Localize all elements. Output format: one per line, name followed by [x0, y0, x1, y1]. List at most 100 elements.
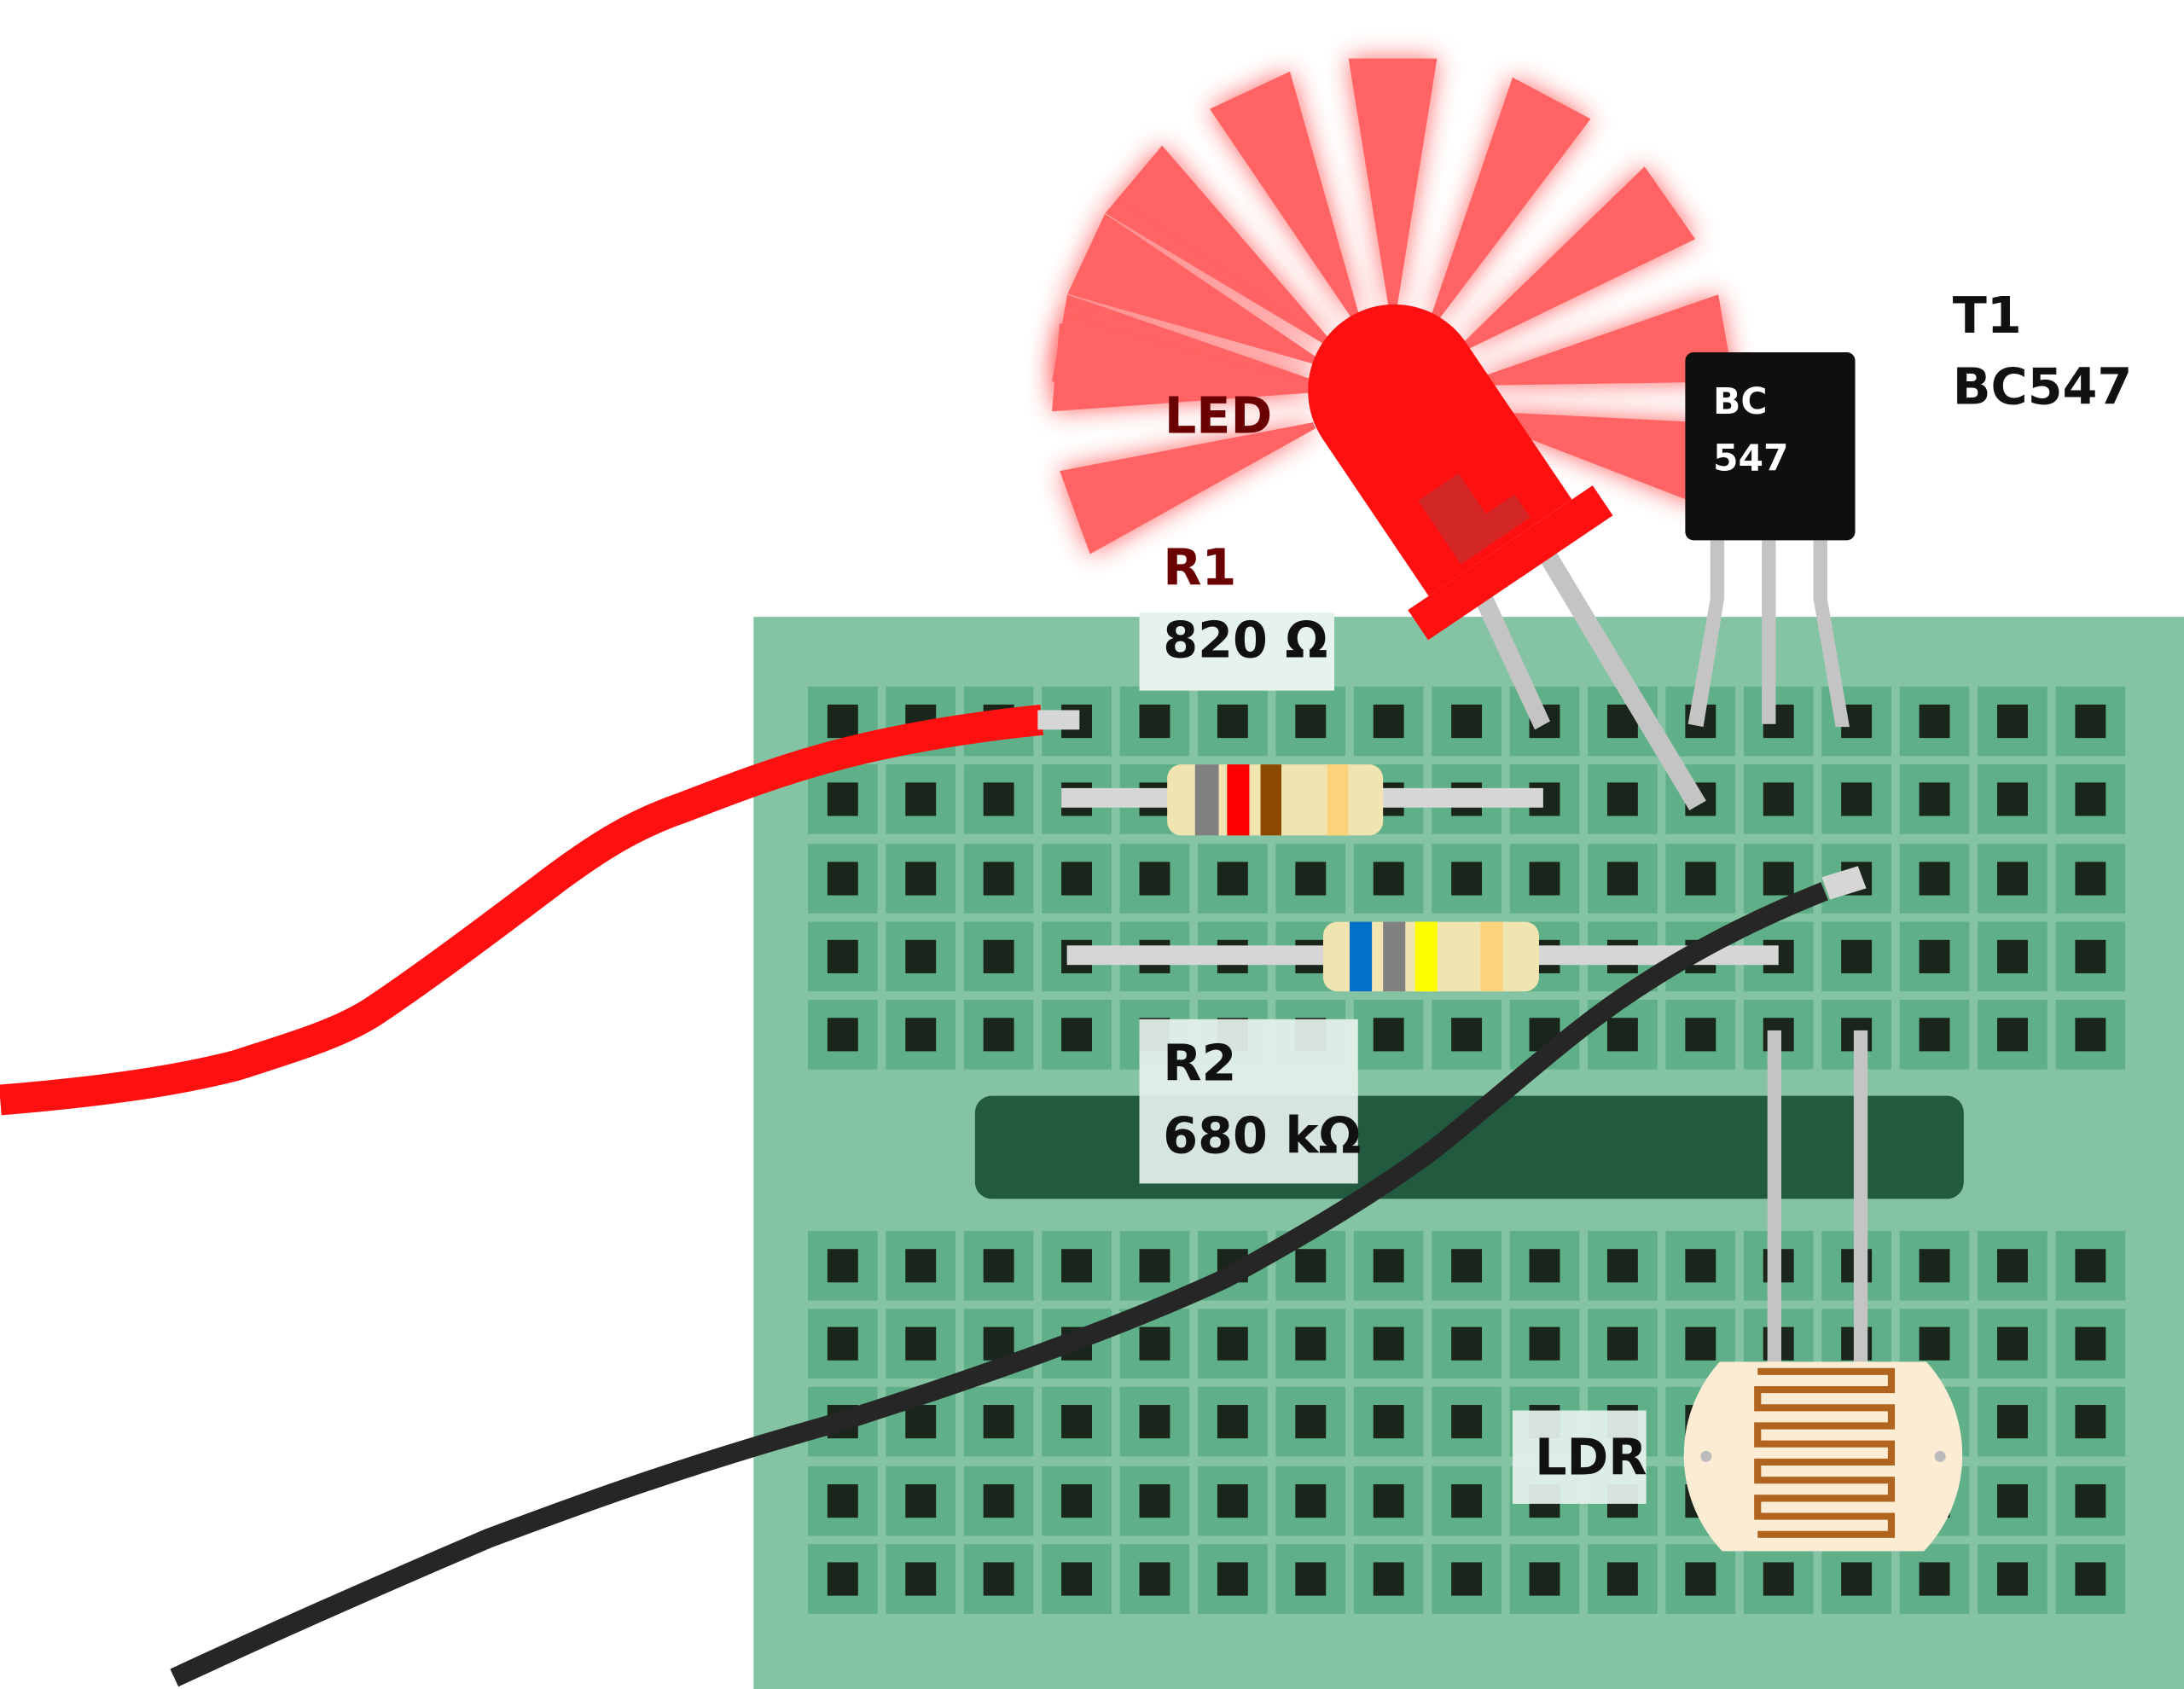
breadboard-hole[interactable] — [1061, 1018, 1092, 1052]
breadboard-hole[interactable] — [2075, 782, 2106, 816]
breadboard-hole[interactable] — [905, 939, 937, 973]
breadboard-hole[interactable] — [1997, 1484, 2028, 1518]
breadboard-hole[interactable] — [1217, 1405, 1248, 1439]
breadboard-hole[interactable] — [1997, 939, 2028, 973]
breadboard-hole[interactable] — [905, 862, 937, 896]
breadboard-hole[interactable] — [1919, 939, 1950, 973]
breadboard-hole[interactable] — [905, 1249, 937, 1283]
breadboard-hole[interactable] — [827, 1484, 858, 1518]
breadboard-hole[interactable] — [1373, 704, 1404, 739]
breadboard-hole[interactable] — [1295, 1405, 1327, 1439]
breadboard-hole[interactable] — [1451, 862, 1483, 896]
breadboard-hole[interactable] — [1529, 862, 1560, 896]
black-wire[interactable] — [170, 866, 1867, 1687]
breadboard-hole[interactable] — [1451, 1018, 1483, 1052]
breadboard-hole[interactable] — [983, 939, 1014, 973]
breadboard-hole[interactable] — [827, 1562, 858, 1596]
breadboard-hole[interactable] — [1919, 704, 1950, 739]
breadboard-hole[interactable] — [1685, 1326, 1716, 1361]
breadboard-hole[interactable] — [1451, 1562, 1483, 1596]
breadboard-hole[interactable] — [1997, 782, 2028, 816]
breadboard-hole[interactable] — [2075, 1018, 2106, 1052]
breadboard-hole[interactable] — [1841, 782, 1873, 816]
breadboard-hole[interactable] — [1295, 1484, 1327, 1518]
breadboard-hole[interactable] — [1685, 862, 1716, 896]
breadboard-hole[interactable] — [1295, 1249, 1327, 1283]
breadboard-hole[interactable] — [1451, 1405, 1483, 1439]
breadboard-hole[interactable] — [1061, 1249, 1092, 1283]
breadboard-hole[interactable] — [1841, 939, 1873, 973]
breadboard-hole[interactable] — [1763, 1562, 1794, 1596]
breadboard-hole[interactable] — [905, 1326, 937, 1361]
breadboard-hole[interactable] — [1529, 1562, 1560, 1596]
breadboard-hole[interactable] — [1139, 704, 1170, 739]
breadboard-hole[interactable] — [1529, 1249, 1560, 1283]
breadboard-hole[interactable] — [2075, 704, 2106, 739]
breadboard-hole[interactable] — [1997, 1018, 2028, 1052]
breadboard-hole[interactable] — [1685, 1018, 1716, 1052]
breadboard-hole[interactable] — [1685, 1249, 1716, 1283]
breadboard-hole[interactable] — [983, 1484, 1014, 1518]
breadboard-hole[interactable] — [1295, 1562, 1327, 1596]
ldr[interactable] — [1671, 1030, 1978, 1552]
breadboard-hole[interactable] — [1139, 1249, 1170, 1283]
breadboard-hole[interactable] — [905, 1405, 937, 1439]
breadboard-hole[interactable] — [1451, 704, 1483, 739]
breadboard-hole[interactable] — [2075, 1249, 2106, 1283]
breadboard-hole[interactable] — [1919, 1562, 1950, 1596]
breadboard-hole[interactable] — [1919, 782, 1950, 816]
breadboard-hole[interactable] — [1997, 704, 2028, 739]
breadboard-hole[interactable] — [1373, 1018, 1404, 1052]
red-wire[interactable] — [0, 705, 1080, 1116]
breadboard-hole[interactable] — [1919, 1326, 1950, 1361]
breadboard-hole[interactable] — [1606, 1249, 1638, 1283]
breadboard-hole[interactable] — [1295, 1326, 1327, 1361]
breadboard-hole[interactable] — [1139, 1405, 1170, 1439]
breadboard-hole[interactable] — [1919, 1018, 1950, 1052]
breadboard-hole[interactable] — [2075, 1562, 2106, 1596]
transistor-t1[interactable]: BC 547 — [1685, 351, 1856, 728]
breadboard-hole[interactable] — [827, 704, 858, 739]
breadboard-hole[interactable] — [1997, 862, 2028, 896]
breadboard-hole[interactable] — [1139, 1562, 1170, 1596]
breadboard-hole[interactable] — [905, 1562, 937, 1596]
breadboard-hole[interactable] — [1606, 782, 1638, 816]
breadboard-hole[interactable] — [1061, 1484, 1092, 1518]
breadboard-hole[interactable] — [983, 782, 1014, 816]
breadboard-hole[interactable] — [1061, 862, 1092, 896]
breadboard-hole[interactable] — [1451, 1484, 1483, 1518]
breadboard-hole[interactable] — [983, 1562, 1014, 1596]
breadboard-hole[interactable] — [1217, 1326, 1248, 1361]
breadboard-hole[interactable] — [1295, 862, 1327, 896]
breadboard-hole[interactable] — [827, 1018, 858, 1052]
breadboard-hole[interactable] — [1061, 1562, 1092, 1596]
breadboard-hole[interactable] — [983, 1018, 1014, 1052]
breadboard-hole[interactable] — [905, 1484, 937, 1518]
breadboard-hole[interactable] — [1373, 1484, 1404, 1518]
breadboard-hole[interactable] — [1997, 1405, 2028, 1439]
breadboard-hole[interactable] — [1451, 1249, 1483, 1283]
breadboard-hole[interactable] — [1997, 1249, 2028, 1283]
led[interactable] — [1254, 257, 1706, 811]
breadboard-hole[interactable] — [1139, 1326, 1170, 1361]
breadboard-hole[interactable] — [1373, 1405, 1404, 1439]
breadboard-hole[interactable] — [1373, 1562, 1404, 1596]
breadboard-hole[interactable] — [1606, 862, 1638, 896]
breadboard-hole[interactable] — [1529, 1326, 1560, 1361]
breadboard-hole[interactable] — [1217, 1484, 1248, 1518]
breadboard-hole[interactable] — [2075, 862, 2106, 896]
resistor-r2[interactable] — [1066, 921, 1779, 992]
breadboard-hole[interactable] — [1763, 782, 1794, 816]
breadboard-hole[interactable] — [1685, 1562, 1716, 1596]
breadboard-hole[interactable] — [827, 1249, 858, 1283]
breadboard-hole[interactable] — [2075, 1326, 2106, 1361]
breadboard-hole[interactable] — [1606, 1562, 1638, 1596]
breadboard-hole[interactable] — [827, 782, 858, 816]
breadboard-hole[interactable] — [1061, 1405, 1092, 1439]
breadboard-hole[interactable] — [905, 1018, 937, 1052]
breadboard-hole[interactable] — [2075, 1484, 2106, 1518]
breadboard-hole[interactable] — [1373, 862, 1404, 896]
breadboard-hole[interactable] — [1373, 1249, 1404, 1283]
breadboard-hole[interactable] — [1763, 862, 1794, 896]
breadboard-hole[interactable] — [1295, 704, 1327, 739]
